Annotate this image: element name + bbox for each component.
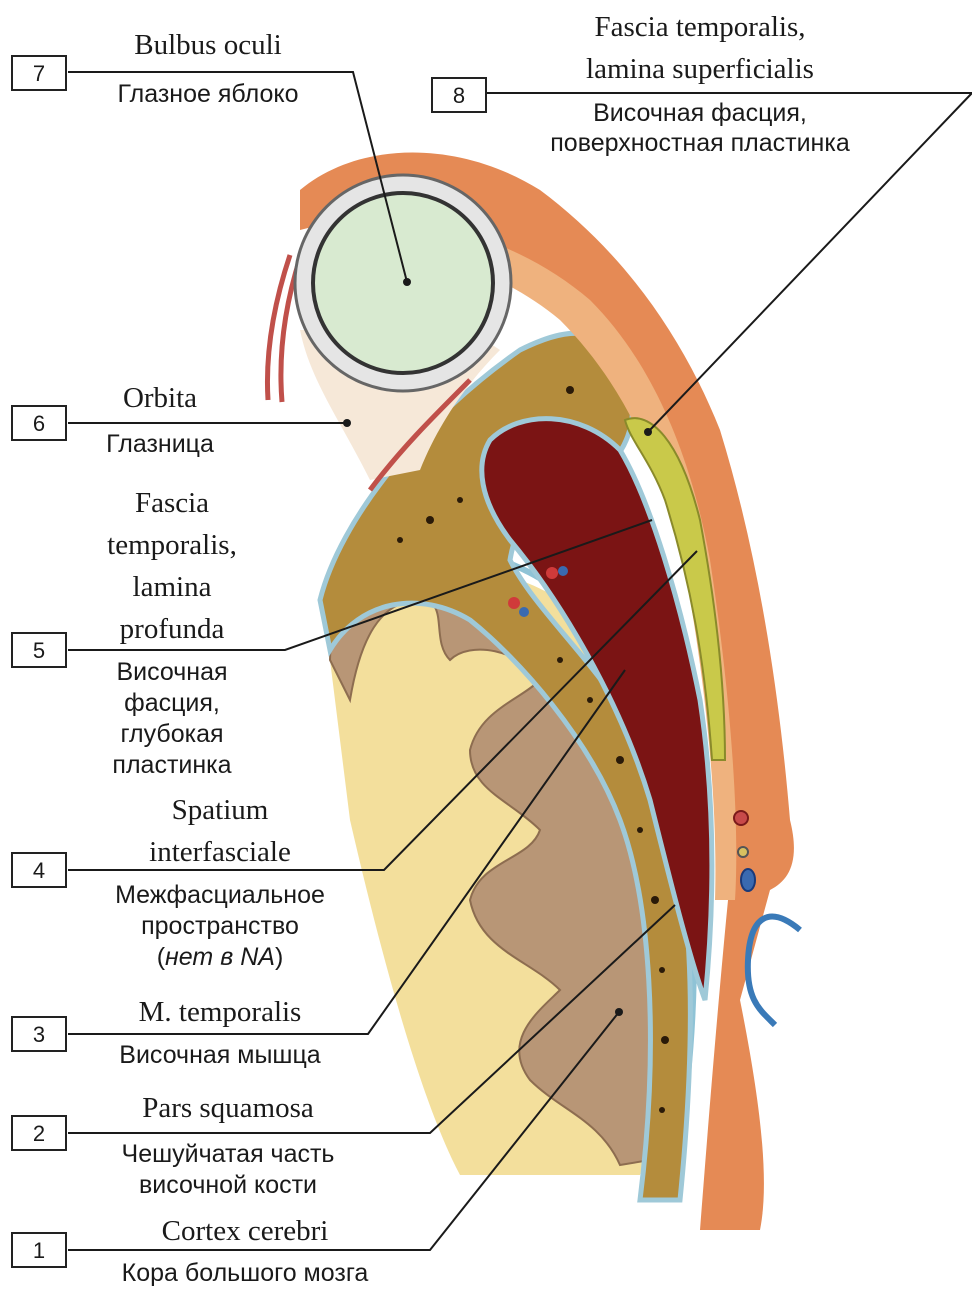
- label-6-number: 6: [33, 411, 45, 436]
- leader-7-dot: [403, 278, 411, 286]
- label-3-latin: M. temporalis: [139, 996, 302, 1028]
- label-7-latin: Bulbus oculi: [134, 29, 281, 61]
- label-8-number: 8: [453, 83, 465, 108]
- label-4-latin-line1: Spatium: [172, 794, 269, 826]
- label-5-russian-line3: глубокая: [120, 720, 223, 748]
- label-5-russian-line2: фасция,: [124, 689, 220, 717]
- illustration: [267, 153, 800, 1231]
- leader-6-dot: [343, 419, 351, 427]
- label-1-number: 1: [33, 1238, 45, 1263]
- vessel-deep-3: [508, 597, 520, 609]
- label-2-russian-line1: Чешуйчатая часть: [122, 1140, 335, 1168]
- label-4-russian-line2: пространство: [141, 912, 299, 940]
- leader-1-dot: [615, 1008, 623, 1016]
- label-8-russian-line2: поверхностная пластинка: [550, 129, 850, 157]
- label-2: 2 Pars squamosa Чешуйчатая часть височно…: [12, 1092, 334, 1199]
- label-7-russian: Глазное яблоко: [118, 80, 299, 108]
- label-4-note-close: ): [275, 943, 283, 971]
- leader-8-dot: [644, 428, 652, 436]
- label-5-latin-line4: profunda: [120, 613, 225, 645]
- label-6-russian: Глазница: [106, 430, 214, 458]
- label-2-number: 2: [33, 1121, 45, 1146]
- label-4-russian-line1: Межфасциальное: [115, 881, 325, 909]
- label-4-note: (нет в NA): [157, 943, 284, 971]
- label-6-latin: Orbita: [123, 382, 197, 414]
- label-4-latin-line2: interfasciale: [149, 836, 291, 868]
- vessel-deep-4: [519, 607, 529, 617]
- label-4: 4 Spatium interfasciale Межфасциальное п…: [12, 794, 325, 971]
- label-1-russian: Кора большого мозга: [122, 1259, 369, 1287]
- label-5: 5 Fascia temporalis, lamina profunda Вис…: [12, 487, 237, 779]
- label-8-latin-line2: lamina superficialis: [586, 53, 814, 85]
- label-5-latin-line3: lamina: [133, 571, 212, 603]
- label-3-russian: Височная мышца: [119, 1041, 321, 1069]
- label-3: 3 M. temporalis Височная мышца: [12, 996, 321, 1069]
- label-5-number: 5: [33, 638, 45, 663]
- eyeball: [313, 193, 493, 373]
- vessel-artery: [734, 811, 748, 825]
- ear-curve: [748, 917, 800, 1025]
- vessel-small: [738, 847, 748, 857]
- label-5-russian-line4: пластинка: [112, 751, 231, 779]
- label-8-russian-line1: Височная фасция,: [593, 99, 807, 127]
- label-5-russian-line1: Височная: [116, 658, 227, 686]
- vessel-vein: [741, 869, 755, 891]
- label-6: 6 Orbita Глазница: [12, 382, 214, 458]
- label-7: 7 Bulbus oculi Глазное яблоко: [12, 29, 299, 108]
- label-2-latin: Pars squamosa: [142, 1092, 314, 1124]
- label-8-latin-line1: Fascia temporalis,: [594, 11, 805, 43]
- label-5-latin-line1: Fascia: [135, 487, 209, 519]
- label-4-number: 4: [33, 858, 45, 883]
- vessel-deep-2: [558, 566, 568, 576]
- label-5-latin-line2: temporalis,: [107, 529, 237, 561]
- label-8: 8 Fascia temporalis, lamina superficiali…: [432, 11, 850, 157]
- label-1-latin: Cortex cerebri: [162, 1215, 329, 1247]
- label-3-number: 3: [33, 1022, 45, 1047]
- label-7-number: 7: [33, 61, 45, 86]
- label-4-note-italic: нет в NA: [165, 943, 275, 971]
- label-2-russian-line2: височной кости: [139, 1171, 317, 1199]
- vessel-deep-1: [546, 567, 558, 579]
